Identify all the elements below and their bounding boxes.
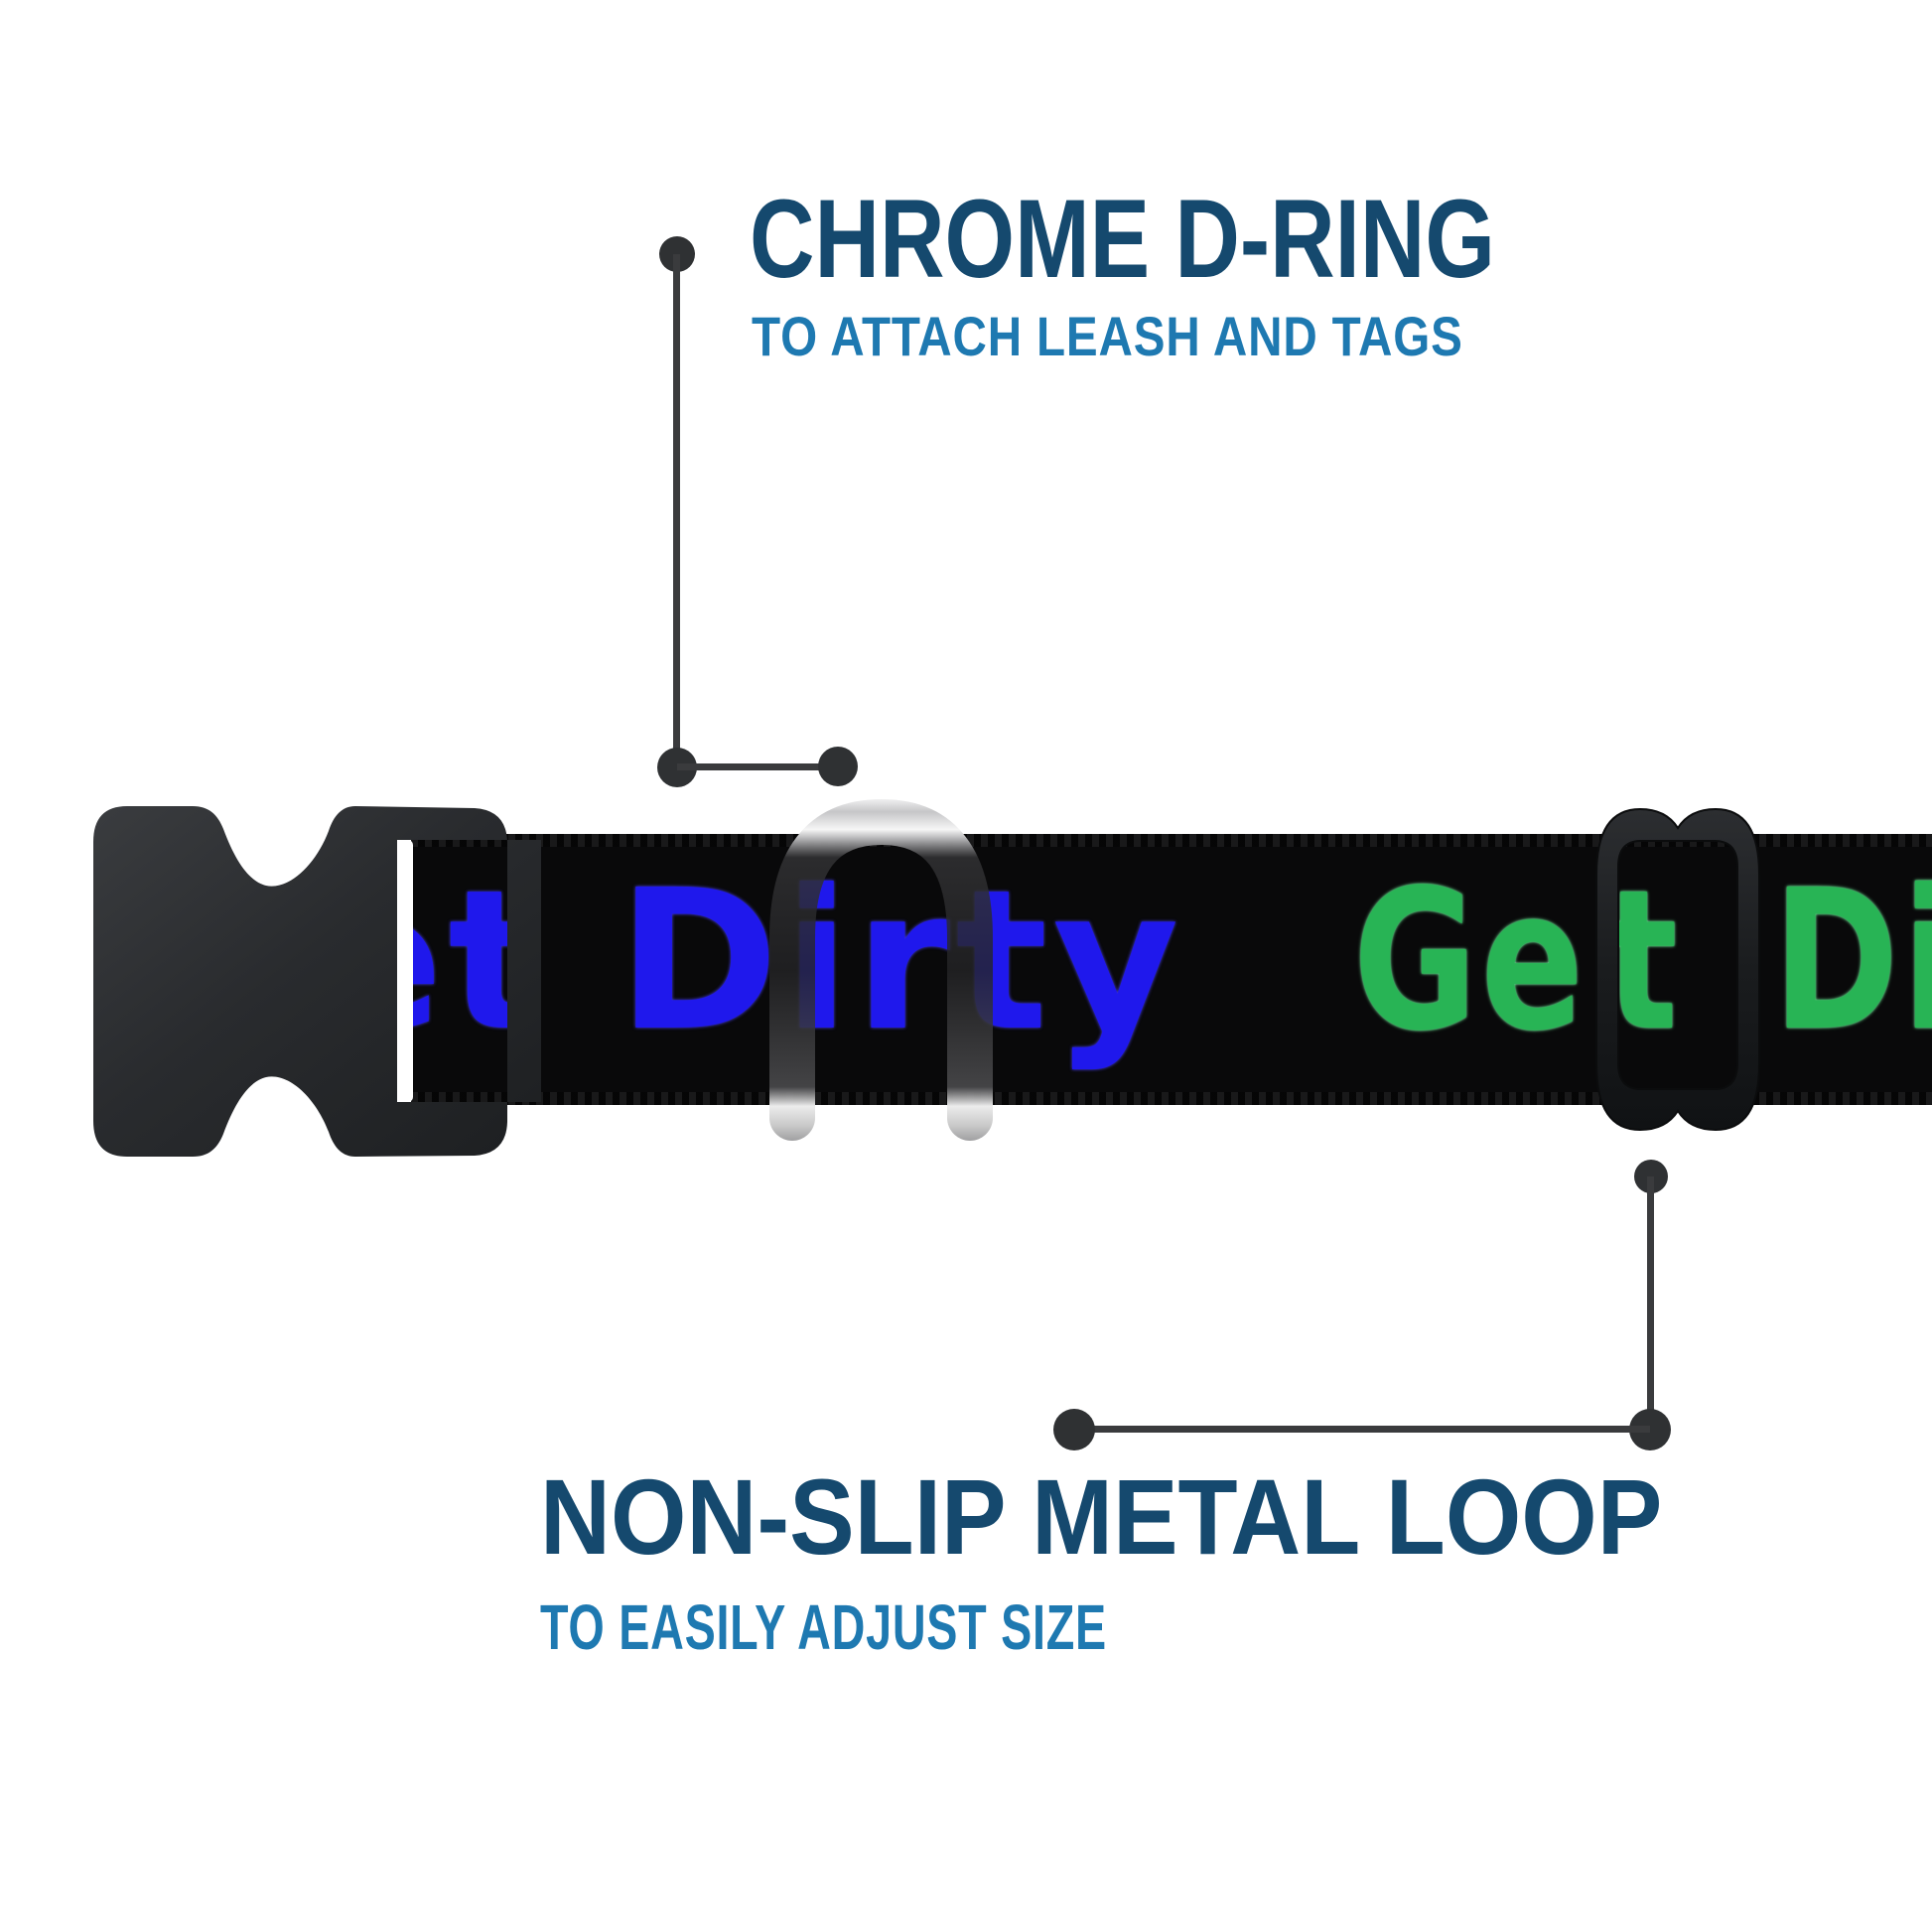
metal-loop-title: NON-SLIP METAL LOOP (540, 1456, 1663, 1577)
chrome-d-ring-subtitle: TO ATTACH LEASH AND TAGS (752, 305, 1463, 367)
webbing-print-right-end: Di (1773, 848, 1932, 1073)
webbing-print-right-start: Ge (1353, 848, 1587, 1073)
leader-end-dot-icon (818, 747, 858, 786)
chrome-d-ring-title: CHROME D-RING (750, 177, 1495, 301)
webbing-print-left: et Dirty (411, 848, 1184, 1073)
metal-loop-subtitle: TO EASILY ADJUST SIZE (540, 1591, 1107, 1663)
collar-webbing: et Dirty Ge t Di (411, 834, 1932, 1105)
webbing-print-in-loop: t (1605, 848, 1682, 1073)
leader-line-vertical-bottom (1647, 1176, 1654, 1430)
leader-line-vertical-top (673, 254, 680, 767)
leader-line-horizontal-top (677, 763, 838, 770)
leader-line-horizontal-bottom (1074, 1426, 1650, 1433)
leader-end-dot-icon (1053, 1409, 1095, 1450)
